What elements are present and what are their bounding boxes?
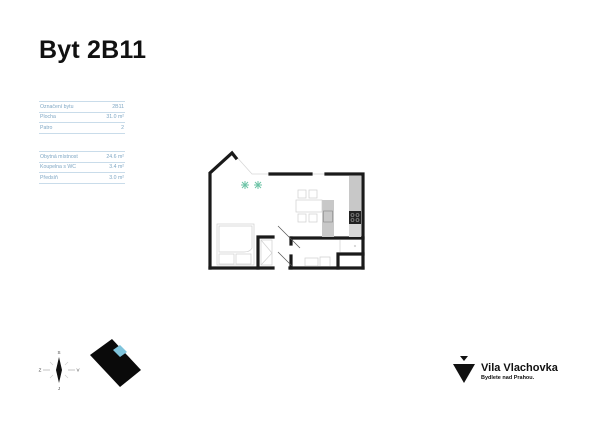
hallway-furniture [304, 240, 357, 267]
shower [260, 239, 273, 266]
info-value: 3.4 m² [109, 164, 124, 171]
info-row-bathroom: Koupelna s WC 3.4 m² [39, 161, 125, 173]
compass-east: V [76, 368, 79, 373]
compass-north: S [57, 350, 60, 355]
compass-icon: S Z V J [39, 350, 80, 391]
info-value: 2 [121, 124, 124, 131]
kitchen-island [322, 200, 334, 237]
door-swing [277, 225, 301, 249]
info-label: Označení bytu [40, 103, 74, 110]
info-label: Obytná místnost [40, 153, 78, 160]
unit-highlight [113, 345, 127, 357]
compass-west: Z [39, 368, 42, 373]
info-value: 24.6 m² [106, 153, 124, 160]
room-areas-table: Obytná místnost 24.6 m² Koupelna s WC 3.… [39, 151, 125, 184]
info-row-living-room: Obytná místnost 24.6 m² [39, 151, 125, 162]
info-value: 3.0 m² [109, 174, 124, 181]
page-title: Byt 2B11 [39, 36, 147, 64]
kitchen-counter-end [349, 224, 361, 237]
logo-triangle-icon [453, 356, 475, 383]
terrace-outline [233, 153, 268, 175]
brand-tagline: Bydlete nad Prahou. [481, 375, 535, 381]
info-label: Patro [40, 124, 53, 131]
sink [323, 210, 333, 223]
info-label: Plocha [40, 114, 56, 121]
cooktop [349, 211, 361, 224]
plant-icon [241, 181, 262, 189]
bed [216, 223, 255, 266]
info-row-unit-id: Označení bytu 2B11 [39, 101, 125, 112]
dining-set [295, 189, 323, 223]
info-label: Předsíň [40, 174, 58, 181]
brand-name: Vila Vlachovka [481, 362, 558, 374]
apartment-info-table: Označení bytu 2B11 Plocha 31.0 m² Patro … [39, 101, 125, 134]
compass-south: J [58, 386, 60, 391]
info-row-hallway: Předsíň 3.0 m² [39, 172, 125, 184]
entry-door-swing [277, 251, 293, 267]
info-value: 2B11 [112, 103, 124, 110]
info-row-floor: Patro 2 [39, 122, 125, 134]
info-row-area: Plocha 31.0 m² [39, 111, 125, 123]
walls [208, 150, 365, 270]
kitchen-counter [349, 176, 361, 211]
info-value: 31.0 m² [106, 114, 124, 121]
info-label: Koupelna s WC [40, 164, 77, 171]
building-footprint-icon [90, 339, 141, 387]
burners [350, 213, 360, 222]
brand-logo: Vila Vlachovka Bydlete nad Prahou. [453, 356, 558, 384]
